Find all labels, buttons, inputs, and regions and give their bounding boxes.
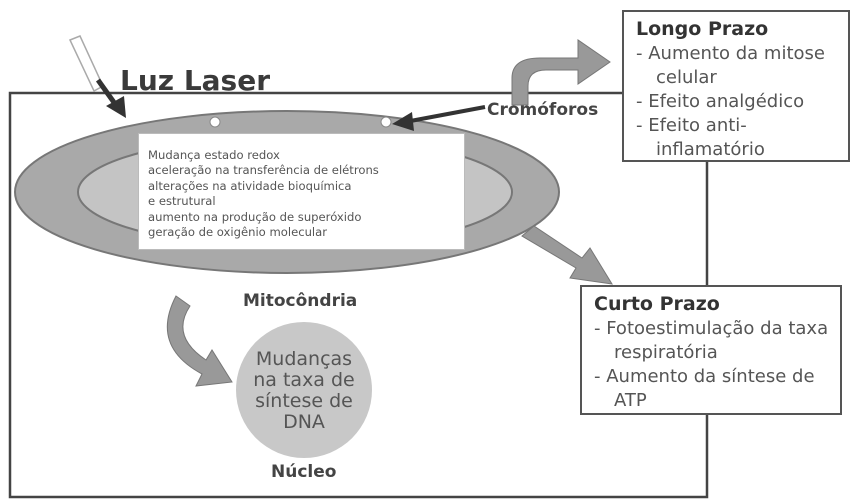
effect-line: Mudança estado redox — [148, 148, 280, 162]
short-term-list: Fotoestimulação da taxa respiratória Aum… — [594, 317, 832, 413]
short-term-item: Fotoestimulação da taxa respiratória — [594, 317, 832, 365]
nucleus-line: DNA — [283, 411, 325, 433]
short-term-box: Curto Prazo Fotoestimulação da taxa resp… — [580, 285, 842, 415]
long-term-heading: Longo Prazo — [636, 18, 769, 40]
laser-arrow — [95, 78, 126, 118]
nucleus-text: Mudanças na taxa de síntese de DNA — [236, 349, 372, 433]
effect-line: alterações na atividade bioquímica — [148, 178, 352, 193]
effect-line: aumento na produção de superóxido — [148, 209, 362, 224]
nucleus-line: na taxa de — [253, 369, 355, 391]
chromophore-dot — [380, 116, 392, 128]
effect-line: geração de oxigênio molecular — [148, 225, 328, 240]
nucleus-circle — [236, 322, 372, 458]
chromophores-label: Cromóforos — [487, 100, 599, 120]
curved-arrow-long-term — [511, 39, 611, 106]
effect-line: aceleração na transferência de elétrons — [148, 163, 379, 178]
mitochondria-label: Mitocôndria — [243, 291, 358, 311]
effect-line: e estrutural — [148, 194, 216, 209]
long-term-box: Longo Prazo Aumento da mitose celular Ef… — [622, 10, 850, 162]
long-term-list: Aumento da mitose celular Efeito analgéd… — [636, 42, 840, 162]
short-term-heading: Curto Prazo — [594, 293, 720, 315]
mitochondria-effects-box: Mudança estado redox aceleração na trans… — [138, 133, 465, 250]
nucleus-line: Mudanças — [255, 348, 353, 370]
curved-arrow-nucleus — [166, 295, 233, 387]
long-term-item: Aumento da mitose celular — [636, 42, 840, 90]
chromophore-dot — [209, 116, 221, 128]
diagram-title: Luz Laser — [120, 64, 271, 97]
arrow-short-term — [521, 225, 613, 285]
short-term-item: Aumento da síntese de ATP — [594, 365, 832, 413]
nucleus-label: Núcleo — [271, 462, 337, 482]
chromophore-pointer-arrow — [392, 105, 486, 131]
long-term-item: Efeito anti-inflamatório — [636, 114, 840, 162]
nucleus-line: síntese de — [255, 390, 353, 412]
long-term-item: Efeito analgédico — [636, 90, 840, 114]
